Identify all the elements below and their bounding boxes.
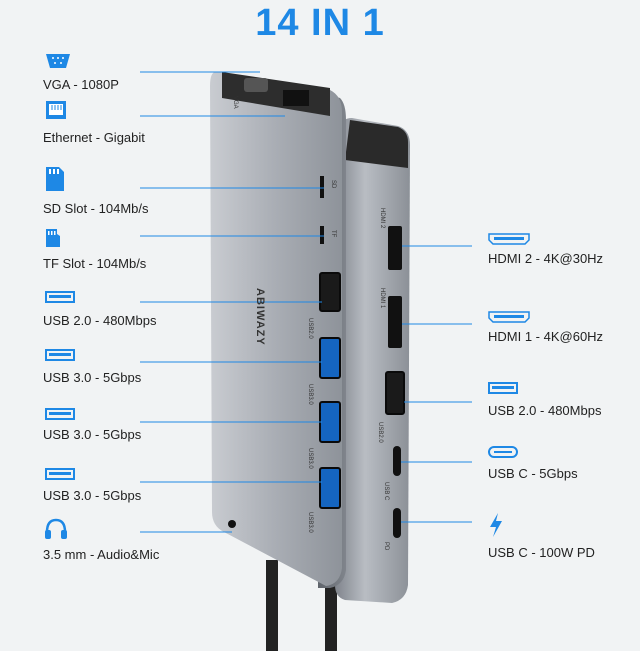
label-vga: VGA - 1080P <box>43 77 119 92</box>
hdmi2-port <box>388 226 402 270</box>
ethernet-port <box>283 90 309 106</box>
label-usb3-1: USB 3.0 - 5Gbps <box>43 370 142 385</box>
device-label-pd: PD <box>383 542 389 551</box>
pd-port <box>393 508 401 538</box>
headphone-icon <box>45 518 67 539</box>
label-hdmi1: HDMI 1 - 4K@60Hz <box>488 329 604 344</box>
hdmi1-port <box>388 296 402 348</box>
usb-icon <box>45 349 75 361</box>
hdmi-icon <box>488 233 530 245</box>
label-right-usb2: USB 2.0 - 480Mbps <box>488 403 602 418</box>
usb-icon <box>45 291 75 303</box>
label-ethernet: Ethernet - Gigabit <box>43 130 145 145</box>
usb-c-icon <box>488 446 518 458</box>
device-label-hdmi2: HDMI 2 <box>379 208 385 229</box>
hdmi-icon <box>488 311 530 323</box>
label-usb2: USB 2.0 - 480Mbps <box>43 313 157 328</box>
back-usb2-port <box>385 371 405 415</box>
label-usbc: USB C - 5Gbps <box>488 466 578 481</box>
device-label-back-usb2: USB2.0 <box>377 422 383 443</box>
right-callout-lines <box>401 245 472 523</box>
device-label-usb3-2: USB3.0 <box>307 448 313 469</box>
vga-icon <box>46 54 70 68</box>
usb3-port-3 <box>319 467 341 509</box>
ethernet-icon <box>46 101 66 119</box>
usb-icon <box>45 468 75 480</box>
vga-port <box>244 78 268 92</box>
tf-slot <box>320 226 324 244</box>
device-label-hdmi1: HDMI 1 <box>379 288 385 309</box>
usb-icon <box>488 382 518 394</box>
device-label-usb3-3: USB3.0 <box>307 512 313 533</box>
left-callout-lines <box>140 71 324 533</box>
device-label-tf: TF <box>330 230 336 238</box>
brand-logo: ABIWAZY <box>254 288 266 346</box>
hub-back-top <box>345 120 408 168</box>
device-label-usb2: USB2.0 <box>307 318 313 339</box>
label-hdmi2: HDMI 2 - 4K@30Hz <box>488 251 604 266</box>
device-label-sd: SD <box>330 180 336 189</box>
audio-jack <box>228 520 236 528</box>
cable-back <box>325 585 337 651</box>
sd-slot <box>320 176 324 198</box>
label-audio: 3.5 mm - Audio&Mic <box>43 547 160 562</box>
page-title: 14 IN 1 <box>255 2 385 44</box>
hub-front-body <box>210 71 342 587</box>
sd-card-icon <box>46 167 64 191</box>
usb2-port <box>319 272 341 312</box>
cable-front <box>266 560 278 651</box>
label-tf-slot: TF Slot - 104Mb/s <box>43 256 147 271</box>
device-label-usbc: USB C <box>383 482 389 501</box>
usb3-port-1 <box>319 337 341 379</box>
label-sd-slot: SD Slot - 104Mb/s <box>43 201 149 216</box>
tf-card-icon <box>46 229 60 247</box>
lightning-icon <box>490 513 502 537</box>
usb-icon <box>45 408 75 420</box>
usbc-port <box>393 446 401 476</box>
device-label-usb3-1: USB3.0 <box>307 384 313 405</box>
label-usbc-pd: USB C - 100W PD <box>488 545 595 560</box>
label-usb3-3: USB 3.0 - 5Gbps <box>43 488 142 503</box>
label-usb3-2: USB 3.0 - 5Gbps <box>43 427 142 442</box>
usb3-port-2 <box>319 401 341 443</box>
device-label-vga: VGA <box>232 96 238 109</box>
